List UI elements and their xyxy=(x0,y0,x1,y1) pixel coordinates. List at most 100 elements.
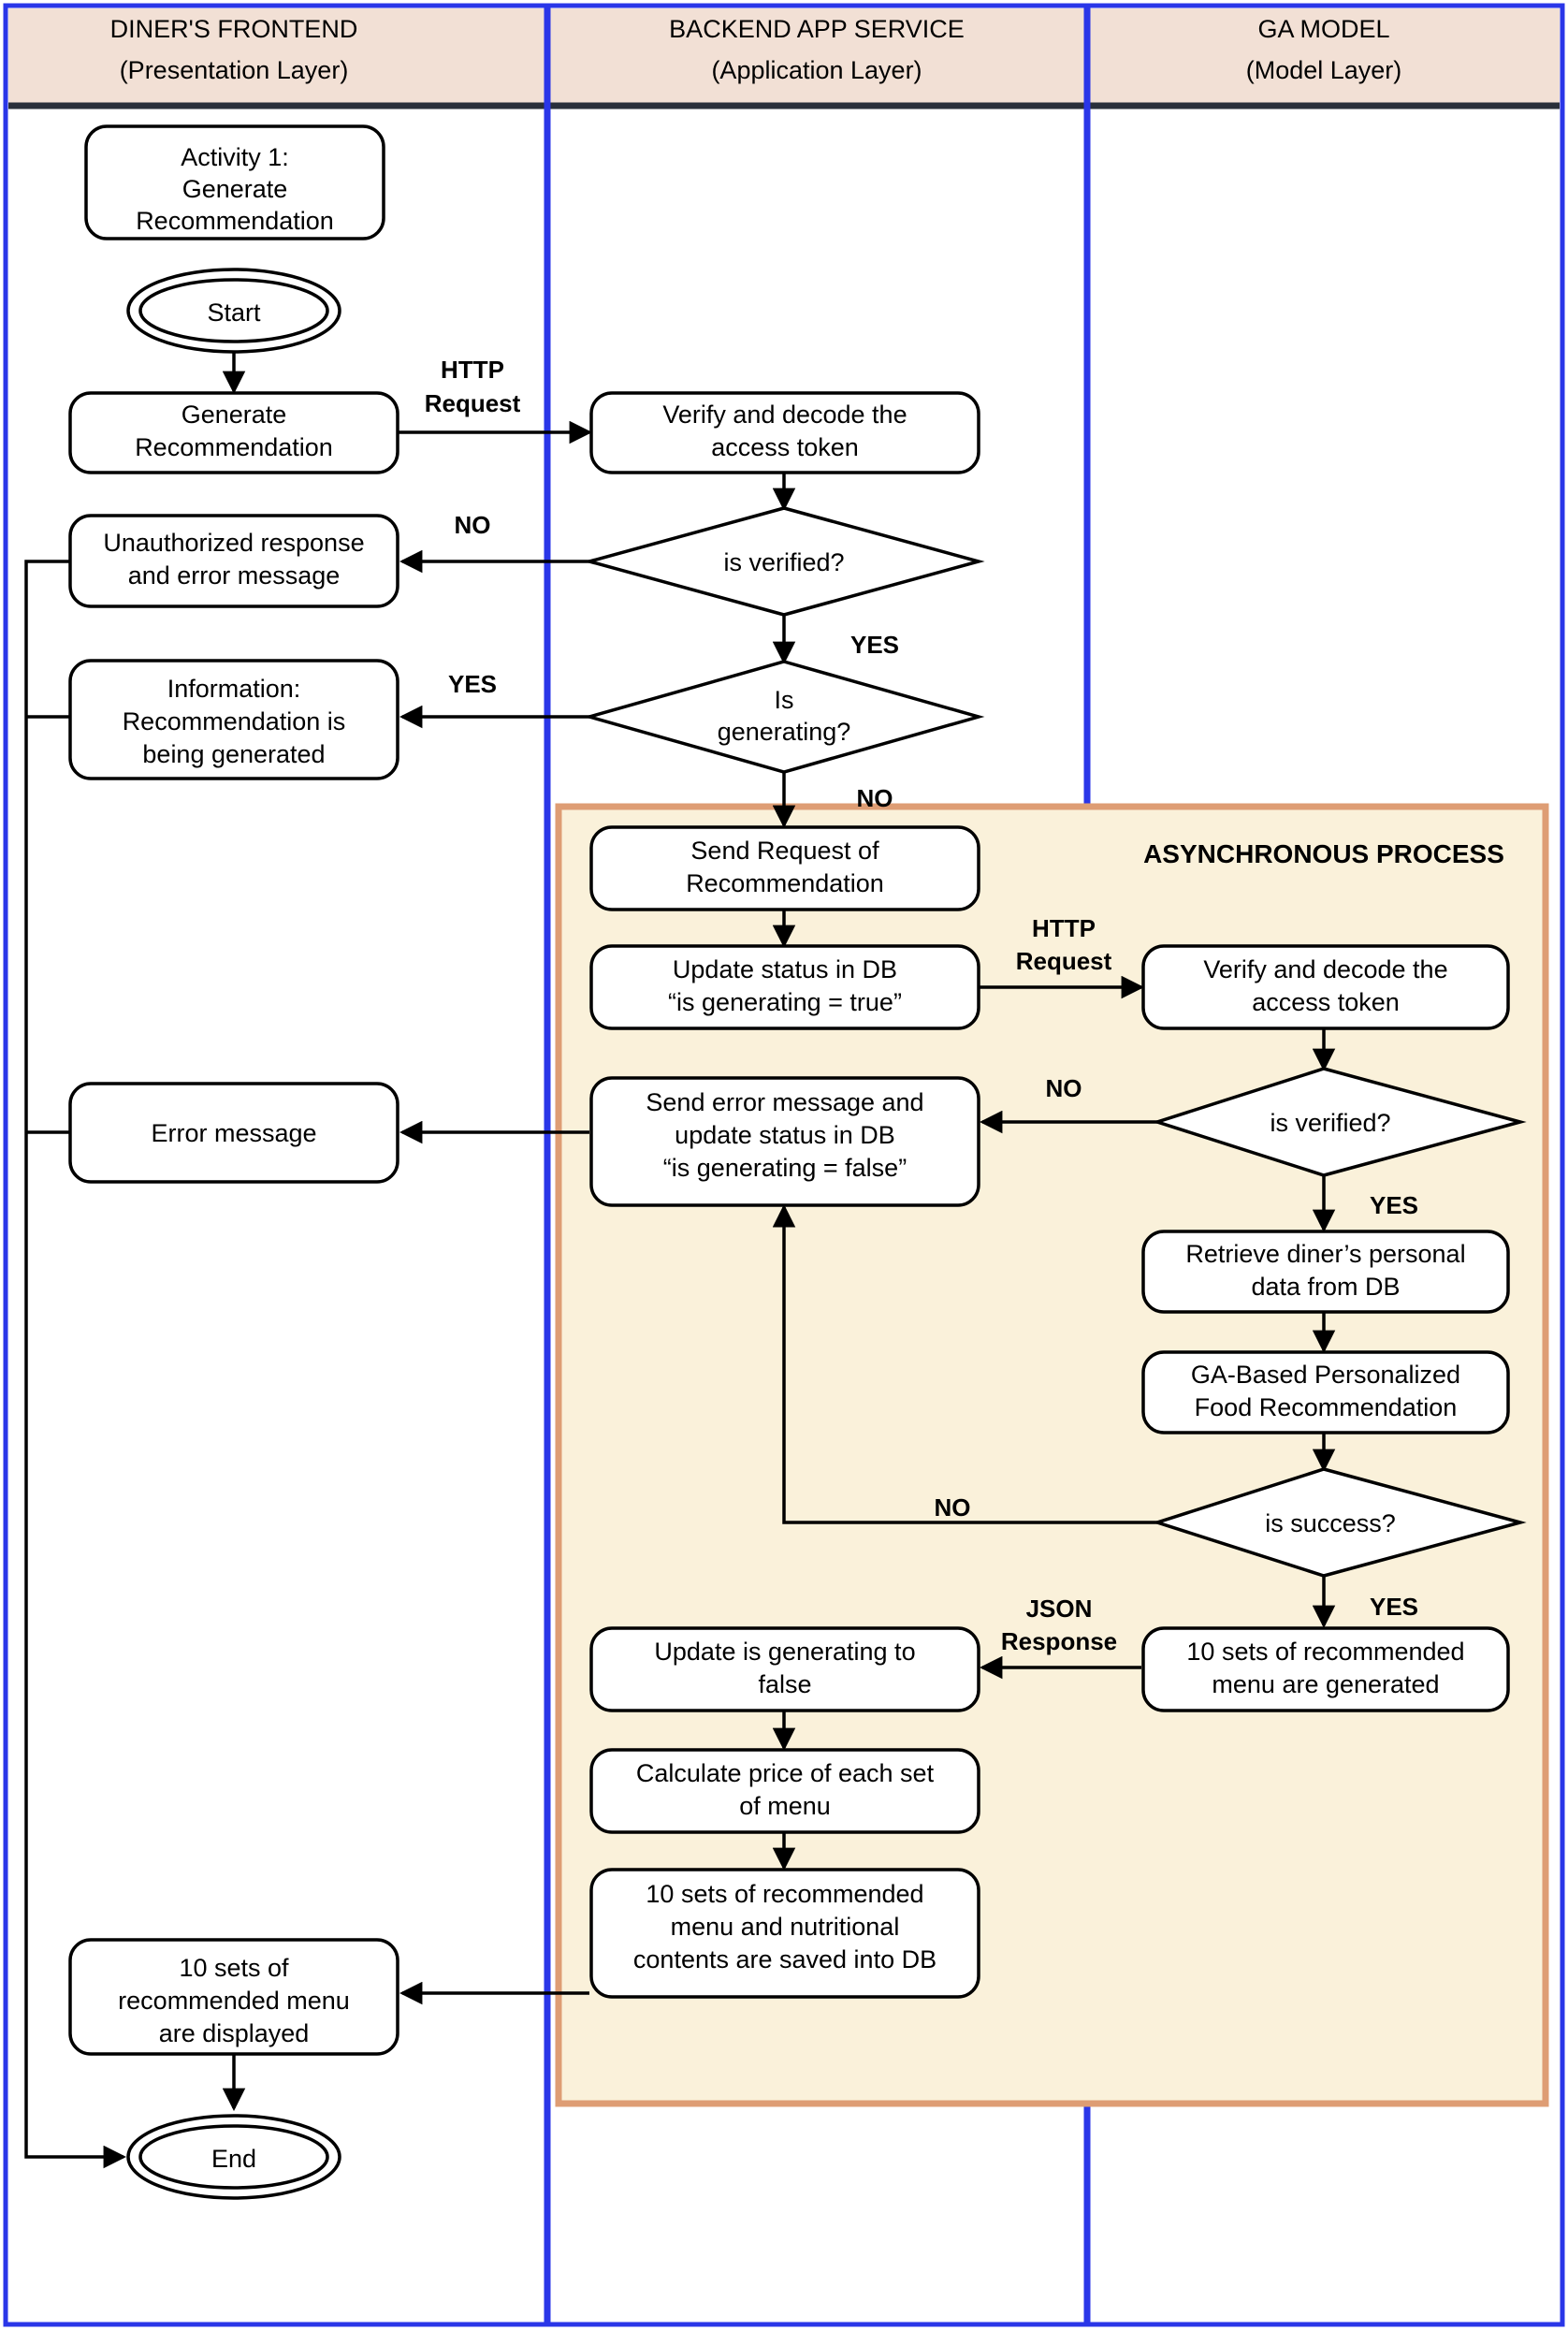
node-verify-token-model-line-1: Verify and decode the xyxy=(1203,955,1447,983)
edge-label-no-is-success: NO xyxy=(935,1493,971,1522)
node-end-inner-ellipse xyxy=(138,2124,329,2190)
node-retrieve-personal-data[interactable]: Retrieve diner’s personal data from DB xyxy=(1141,1230,1510,1314)
lane-header-frontend: DINER'S FRONTEND (Presentation Layer) xyxy=(110,15,358,84)
node-generate-recommendation-line-1: Generate xyxy=(181,400,287,429)
svg-text:HTTP: HTTP xyxy=(1032,914,1096,942)
node-is-verified-backend-shape[interactable] xyxy=(583,506,985,617)
lane-title-frontend: DINER'S FRONTEND xyxy=(110,15,358,43)
edge-label-no-verified-backend: NO xyxy=(455,511,491,539)
lane-subtitle-frontend: (Presentation Layer) xyxy=(120,56,349,84)
node-is-generating-line-2: generating? xyxy=(718,718,851,746)
node-menus-saved-db[interactable]: 10 sets of recommended menu and nutritio… xyxy=(589,1868,980,1999)
node-is-success[interactable]: is success? xyxy=(1152,1467,1527,1578)
node-update-generating-false-shape[interactable] xyxy=(589,1626,980,1712)
node-update-generating-false[interactable]: Update is generating to false xyxy=(589,1626,980,1712)
node-send-request-recommendation-line-2: Recommendation xyxy=(686,869,884,897)
node-is-generating[interactable]: Is generating? xyxy=(583,660,985,774)
node-is-generating-shape[interactable] xyxy=(583,660,985,774)
asynchronous-process-label: ASYNCHRONOUS PROCESS xyxy=(1143,839,1504,868)
node-activity-title-line-3: Recommendation xyxy=(136,207,334,235)
lane-title-backend: BACKEND APP SERVICE xyxy=(669,15,965,43)
node-ga-recommendation[interactable]: GA-Based Personalized Food Recommendatio… xyxy=(1141,1350,1510,1434)
node-send-request-recommendation[interactable]: Send Request of Recommendation xyxy=(589,825,980,911)
node-end[interactable]: End xyxy=(126,2114,341,2200)
lane-title-model: GA MODEL xyxy=(1257,15,1389,43)
node-information-generating-shape[interactable] xyxy=(68,659,399,780)
node-is-generating-line-1: Is xyxy=(774,686,793,714)
node-update-status-true[interactable]: Update status in DB “is generating = tru… xyxy=(589,944,980,1030)
node-menus-generated[interactable]: 10 sets of recommended menu are generate… xyxy=(1141,1626,1510,1712)
node-verify-token-backend-line-2: access token xyxy=(711,433,859,461)
node-activity-title[interactable]: Activity 1: Generate Recommendation xyxy=(84,124,385,240)
node-update-status-true-shape[interactable] xyxy=(589,944,980,1030)
node-retrieve-personal-data-shape[interactable] xyxy=(1141,1230,1510,1314)
node-calculate-price-line-2: of menu xyxy=(739,1792,831,1820)
node-send-error-update-false-line-1: Send error message and xyxy=(646,1088,923,1116)
edge-label-no-verified-model: NO xyxy=(1046,1074,1082,1102)
edge-label-http-request-2: HTTP Request xyxy=(1016,914,1112,975)
edge-label-yes-verified-model: YES xyxy=(1370,1191,1418,1219)
node-menus-saved-db-shape[interactable] xyxy=(589,1868,980,1999)
flow-issuccess-no-to-senderror xyxy=(772,1203,1157,1524)
lane-subtitle-backend: (Application Layer) xyxy=(711,56,922,84)
svg-text:Response: Response xyxy=(1001,1627,1117,1655)
lane-subtitle-model: (Model Layer) xyxy=(1246,56,1402,84)
svg-text:JSON: JSON xyxy=(1026,1595,1093,1623)
edge-label-yes-verified-backend: YES xyxy=(850,631,899,659)
node-is-verified-model-label: is verified? xyxy=(1270,1109,1390,1137)
node-generate-recommendation-line-2: Recommendation xyxy=(135,433,333,461)
node-menus-displayed-line-1: 10 sets of xyxy=(179,1954,289,1982)
node-calculate-price[interactable]: Calculate price of each set of menu xyxy=(589,1748,980,1834)
node-is-verified-model-shape[interactable] xyxy=(1152,1067,1527,1177)
node-menus-generated-shape[interactable] xyxy=(1141,1626,1510,1712)
node-error-message-shape[interactable] xyxy=(68,1082,399,1184)
node-unauthorized-response-shape[interactable] xyxy=(68,514,399,608)
node-ga-recommendation-shape[interactable] xyxy=(1141,1350,1510,1434)
node-menus-displayed[interactable]: 10 sets of recommended menu are displaye… xyxy=(68,1938,399,2056)
node-error-message[interactable]: Error message xyxy=(68,1082,399,1184)
edge-label-yes-is-generating: YES xyxy=(448,670,497,698)
node-generate-recommendation[interactable]: Generate Recommendation xyxy=(68,391,399,474)
edge-label-no-is-generating: NO xyxy=(857,784,893,812)
node-is-verified-backend[interactable]: is verified? xyxy=(583,506,985,617)
node-calculate-price-shape[interactable] xyxy=(589,1748,980,1834)
svg-text:Request: Request xyxy=(1016,947,1112,975)
svg-text:HTTP: HTTP xyxy=(441,356,504,384)
node-menus-generated-line-2: menu are generated xyxy=(1212,1670,1439,1698)
node-send-request-recommendation-line-1: Send Request of xyxy=(690,837,879,865)
node-menus-displayed-line-2: recommended menu xyxy=(118,1987,350,2015)
node-send-error-update-false-line-2: update status in DB xyxy=(675,1121,895,1149)
node-verify-token-model-line-2: access token xyxy=(1252,988,1400,1016)
node-verify-token-backend[interactable]: Verify and decode the access token xyxy=(589,391,980,474)
node-send-error-update-false-shape[interactable] xyxy=(589,1076,980,1207)
node-verify-token-backend-line-1: Verify and decode the xyxy=(662,400,907,429)
node-unauthorized-response-line-1: Unauthorized response xyxy=(103,529,364,557)
node-generate-recommendation-shape[interactable] xyxy=(68,391,399,474)
node-menus-displayed-line-3: are displayed xyxy=(159,2019,310,2047)
node-update-generating-false-line-2: false xyxy=(758,1670,811,1698)
node-verify-token-backend-shape[interactable] xyxy=(589,391,980,474)
node-is-verified-model[interactable]: is verified? xyxy=(1152,1067,1527,1177)
node-verify-token-model[interactable]: Verify and decode the access token xyxy=(1141,944,1510,1030)
node-menus-displayed-shape[interactable] xyxy=(68,1938,399,2056)
node-verify-token-model-shape[interactable] xyxy=(1141,944,1510,1030)
node-activity-title-line-2: Generate xyxy=(182,175,288,203)
flow-left-return-rail-to-end xyxy=(24,560,127,2169)
node-start[interactable]: Start xyxy=(126,268,341,354)
node-is-success-shape[interactable] xyxy=(1152,1467,1527,1578)
node-is-success-label: is success? xyxy=(1265,1509,1396,1537)
node-update-status-true-line-2: “is generating = true” xyxy=(668,988,902,1016)
node-ga-recommendation-line-1: GA-Based Personalized xyxy=(1191,1361,1460,1389)
edge-label-json-response: JSON Response xyxy=(1001,1595,1117,1655)
node-unauthorized-response[interactable]: Unauthorized response and error message xyxy=(68,514,399,608)
node-activity-title-shape[interactable] xyxy=(84,124,385,240)
node-end-label: End xyxy=(211,2145,256,2173)
node-ga-recommendation-line-2: Food Recommendation xyxy=(1195,1393,1458,1421)
node-start-label: Start xyxy=(207,299,261,327)
edge-label-http-request-1: HTTP Request xyxy=(425,356,521,417)
node-start-inner-ellipse xyxy=(138,278,329,343)
node-send-error-update-false[interactable]: Send error message and update status in … xyxy=(589,1076,980,1207)
node-information-generating[interactable]: Information: Recommendation is being gen… xyxy=(68,659,399,780)
node-send-request-recommendation-shape[interactable] xyxy=(589,825,980,911)
